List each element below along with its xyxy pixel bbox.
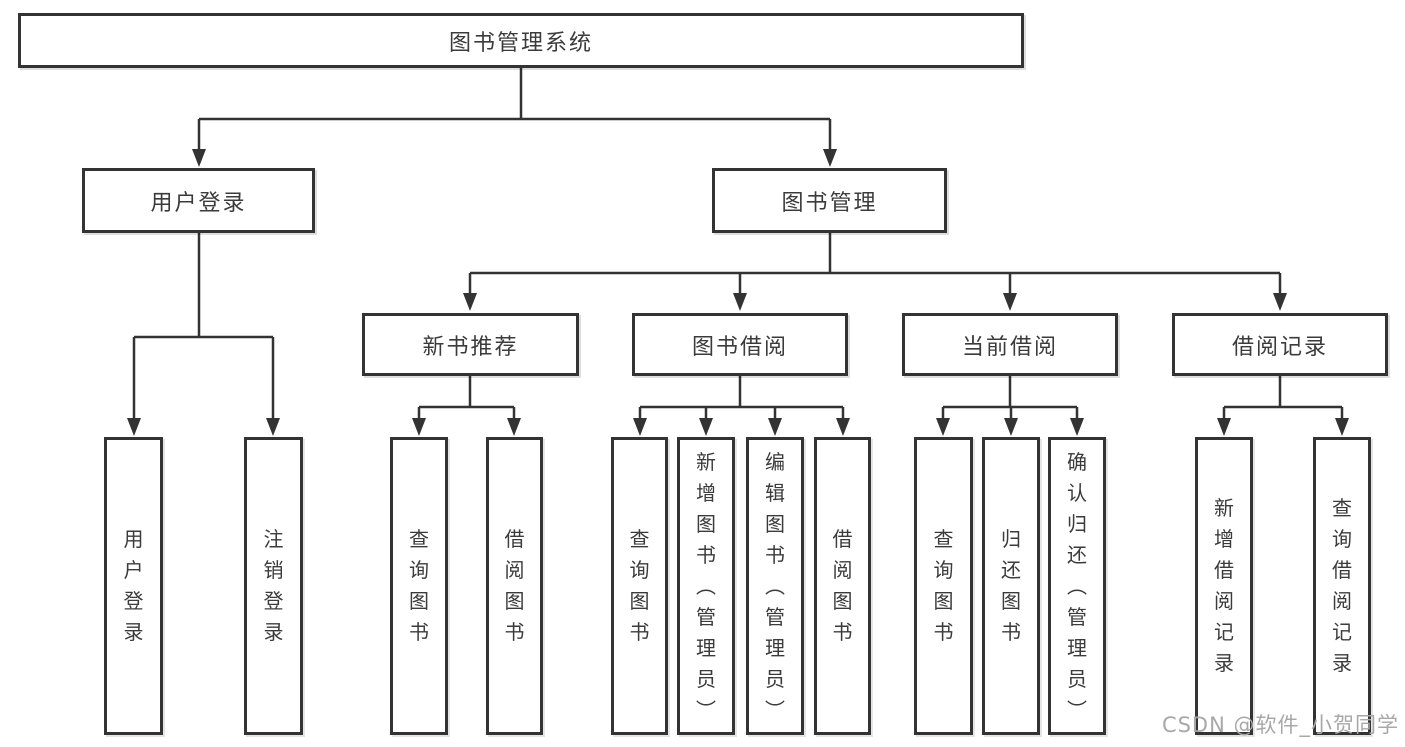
- node-new-book-recommend: 新书推荐: [362, 313, 579, 376]
- leaf-query-borrow-record: 查询借阅记录: [1313, 437, 1371, 735]
- csdn-watermark: CSDN @软件_小贺同学: [1161, 713, 1399, 737]
- leaf-user-login: 用户登录: [104, 437, 163, 735]
- leaf-query-books-recommend: 查询图书: [390, 437, 448, 735]
- leaf-query-books-borrowing: 查询图书: [611, 437, 668, 735]
- connector-shafts: [132, 67, 1344, 420]
- leaf-edit-book-admin: 编辑图书︵管理员︶: [746, 437, 804, 735]
- node-user-login: 用户登录: [82, 168, 315, 233]
- leaf-logout: 注销登录: [244, 437, 303, 735]
- node-current-borrowing: 当前借阅: [902, 313, 1118, 376]
- node-borrow-records: 借阅记录: [1172, 313, 1388, 376]
- leaf-confirm-return-admin: 确认归还︵管理员︶: [1048, 437, 1106, 735]
- leaf-borrow-books-recommend: 借阅图书: [486, 437, 543, 735]
- arrowheads: [127, 149, 1349, 436]
- leaf-add-borrow-record: 新增借阅记录: [1195, 437, 1253, 735]
- leaf-borrow-books-borrowing: 借阅图书: [814, 437, 871, 735]
- node-library-system: 图书管理系统: [18, 13, 1024, 68]
- leaf-query-books-current: 查询图书: [914, 437, 973, 735]
- leaf-return-books: 归还图书: [982, 437, 1040, 735]
- leaf-add-book-admin: 新增图书︵管理员︶: [677, 437, 735, 735]
- node-book-management: 图书管理: [712, 168, 947, 233]
- node-book-borrowing: 图书借阅: [632, 313, 848, 376]
